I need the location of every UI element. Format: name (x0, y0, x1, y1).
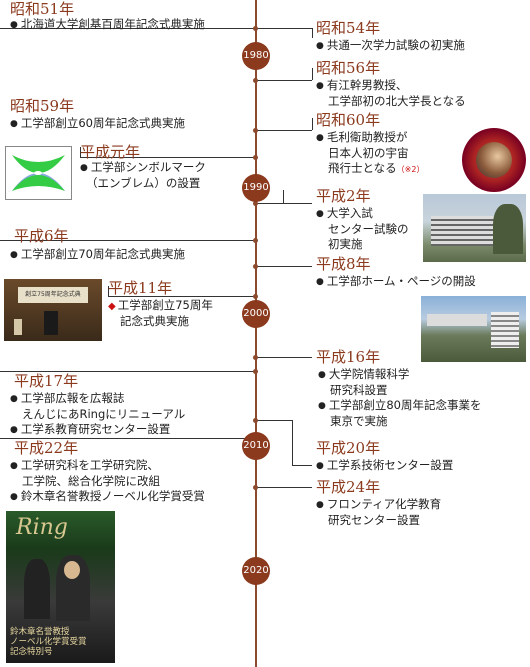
event-text-h22: ●工学研究科を工学研究院、工学院、総合化学院に改組●鈴木章名誉教授ノーベル化学賞… (10, 458, 205, 503)
emblem-icon (12, 155, 65, 191)
connector (312, 68, 313, 80)
event-text-h24: ●フロンティア化学教育研究センター設置 (316, 497, 442, 527)
connector (0, 240, 256, 241)
ceremony-photo: 創立75周年記念式典 (4, 279, 102, 341)
connector (0, 438, 256, 439)
ring-magazine-cover: Ring 鈴木章名誉教授 ノーベル化学賞受賞 記念特別号 (6, 511, 115, 663)
decade-marker-1990: 1990 (242, 174, 270, 202)
connector (256, 28, 312, 29)
connector (292, 465, 312, 466)
event-year-h11: 平成11年 (108, 279, 173, 297)
event-year-h17: 平成17年 (14, 372, 79, 390)
event-year-h24: 平成24年 (316, 478, 381, 496)
event-year-h16: 平成16年 (316, 348, 381, 366)
event-year-s51: 昭和51年 (10, 0, 75, 18)
decade-marker-2010: 2010 (242, 432, 270, 460)
event-text-h6: ●工学部創立70周年記念式典実施 (10, 247, 185, 261)
connector (256, 203, 312, 204)
event-text-h1: ●工学部シンボルマーク（エンブレム）の設置 (80, 160, 206, 190)
timeline-dot (253, 355, 258, 360)
event-text-h8: ●工学部ホーム・ページの開設 (316, 274, 476, 288)
connector (256, 357, 312, 358)
timeline-axis (255, 0, 257, 667)
event-text-s60: ●毛利衛助教授が日本人初の宇宙飛行士となる（※2） (316, 130, 425, 175)
campus-aerial-photo (421, 296, 526, 362)
decade-marker-1980: 1980 (242, 42, 270, 70)
university-building-photo (423, 194, 526, 262)
faculty-emblem-image (5, 146, 72, 200)
event-text-s59: ●工学部創立60周年記念式典実施 (10, 116, 185, 130)
ring-cover-caption: 鈴木章名誉教授 ノーベル化学賞受賞 記念特別号 (10, 627, 87, 657)
ring-cover-title: Ring (16, 515, 68, 540)
connector (256, 420, 292, 421)
event-text-s51: ●北海道大学創基百周年記念式典実施 (10, 17, 205, 31)
connector (0, 371, 256, 372)
connector (108, 286, 109, 296)
timeline-dot (253, 264, 258, 269)
timeline-dot (253, 485, 258, 490)
connector (256, 130, 312, 131)
event-year-h22: 平成22年 (14, 439, 79, 457)
event-text-h17: ●工学部広報を広報誌えんじにあRingにリニューアル●工学系教育研究センター設置 (10, 391, 186, 436)
timeline-dot (253, 128, 258, 133)
event-year-s56: 昭和56年 (316, 59, 381, 77)
decade-marker-2000: 2000 (242, 300, 270, 328)
ceremony-banner: 創立75周年記念式典 (18, 287, 88, 303)
connector (80, 157, 256, 158)
connector (283, 190, 284, 203)
timeline-dot (253, 418, 258, 423)
timeline-dot (253, 369, 258, 374)
event-text-h2: ●大学入試センター試験の初実施 (316, 206, 409, 251)
connector (256, 487, 312, 488)
event-text-h20: ●工学系技術センター設置 (316, 458, 454, 472)
astronaut-mission-patch-photo (462, 128, 526, 192)
connector (312, 28, 313, 38)
connector (256, 266, 312, 267)
event-year-h2: 平成2年 (316, 187, 371, 205)
timeline-dot (253, 155, 258, 160)
event-text-s54: ●共通一次学力試験の初実施 (316, 38, 465, 52)
connector (312, 118, 313, 130)
timeline-dot (253, 238, 258, 243)
event-text-s56: ●有江幹男教授、工学部初の北大学長となる (316, 78, 466, 108)
event-text-h11: ◆工学部創立75周年記念式典実施 (108, 298, 213, 328)
timeline-dot (253, 201, 258, 206)
event-year-h8: 平成8年 (316, 255, 371, 273)
timeline-dot (253, 78, 258, 83)
event-year-s54: 昭和54年 (316, 19, 381, 37)
decade-marker-2020: 2020 (242, 557, 270, 585)
connector (80, 147, 81, 157)
event-year-s60: 昭和60年 (316, 111, 381, 129)
event-year-h1: 平成元年 (80, 143, 141, 161)
event-year-h20: 平成20年 (316, 439, 381, 457)
connector (0, 28, 256, 29)
connector (292, 420, 293, 465)
connector (256, 80, 312, 81)
timeline-dot (253, 294, 258, 299)
timeline-dot (253, 26, 258, 31)
event-text-h16: ●大学院情報科学研究科設置●工学部創立80周年記念事業を東京で実施 (318, 367, 482, 428)
event-year-s59: 昭和59年 (10, 97, 75, 115)
connector (108, 296, 256, 297)
event-year-h6: 平成6年 (14, 227, 69, 245)
